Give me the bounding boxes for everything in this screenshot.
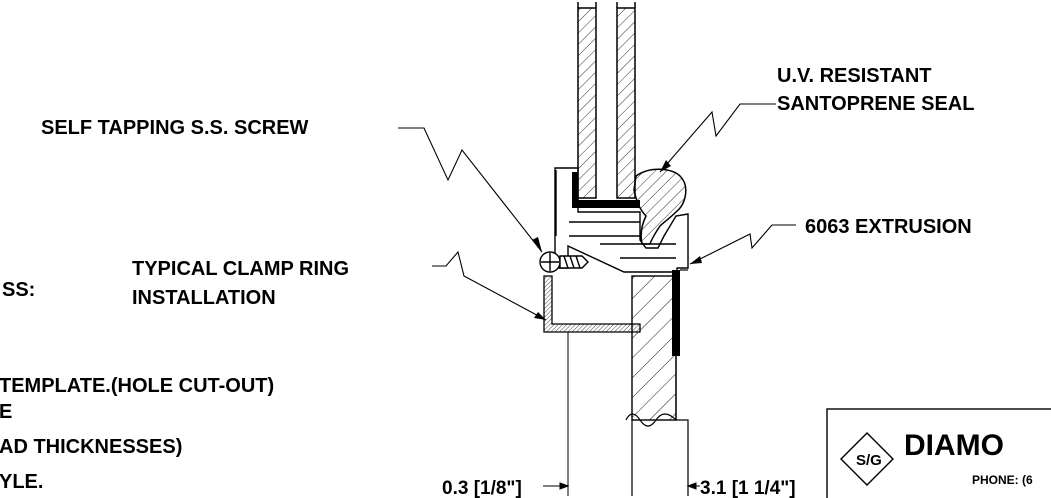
title-block: S/G DIAMO PHONE: (6 [826,408,1051,498]
santoprene-seal [633,168,687,245]
logo-text: S/G [856,452,882,469]
note-line-1: SS: [2,279,35,301]
note-line-5: YLE. [0,471,43,493]
seal-label-line1: U.V. RESISTANT [777,65,931,87]
company-name: DIAMO [904,429,1004,462]
extrusion-profile [554,167,689,273]
clamp-ring [543,275,641,333]
screw-label: SELF TAPPING S.S. SCREW [41,117,309,139]
dimension-right: 3.1 [1 1/4"] [700,478,796,498]
glass-pane-left [577,2,597,199]
tank-wall-section [625,269,689,496]
glazing-gasket [572,172,640,208]
seal-label-line2: SANTOPRENE SEAL [777,93,974,115]
self-tapping-screw [539,251,589,273]
clamp-label-line2: INSTALLATION [132,287,276,309]
note-line-3: E [0,401,12,423]
logo-diamond [840,432,894,486]
company-phone: PHONE: (6 [972,473,1033,487]
note-line-2: TEMPLATE.(HOLE CUT-OUT) [0,375,274,397]
clamp-label-line1: TYPICAL CLAMP RING [132,258,349,280]
note-line-4: AD THICKNESSES) [0,436,182,458]
extrusion-label: 6063 EXTRUSION [805,216,972,238]
glass-pane-right [616,2,636,199]
leader-lines [398,103,796,321]
dimension-lines [543,332,700,496]
dimension-left: 0.3 [1/8"] [442,478,522,498]
